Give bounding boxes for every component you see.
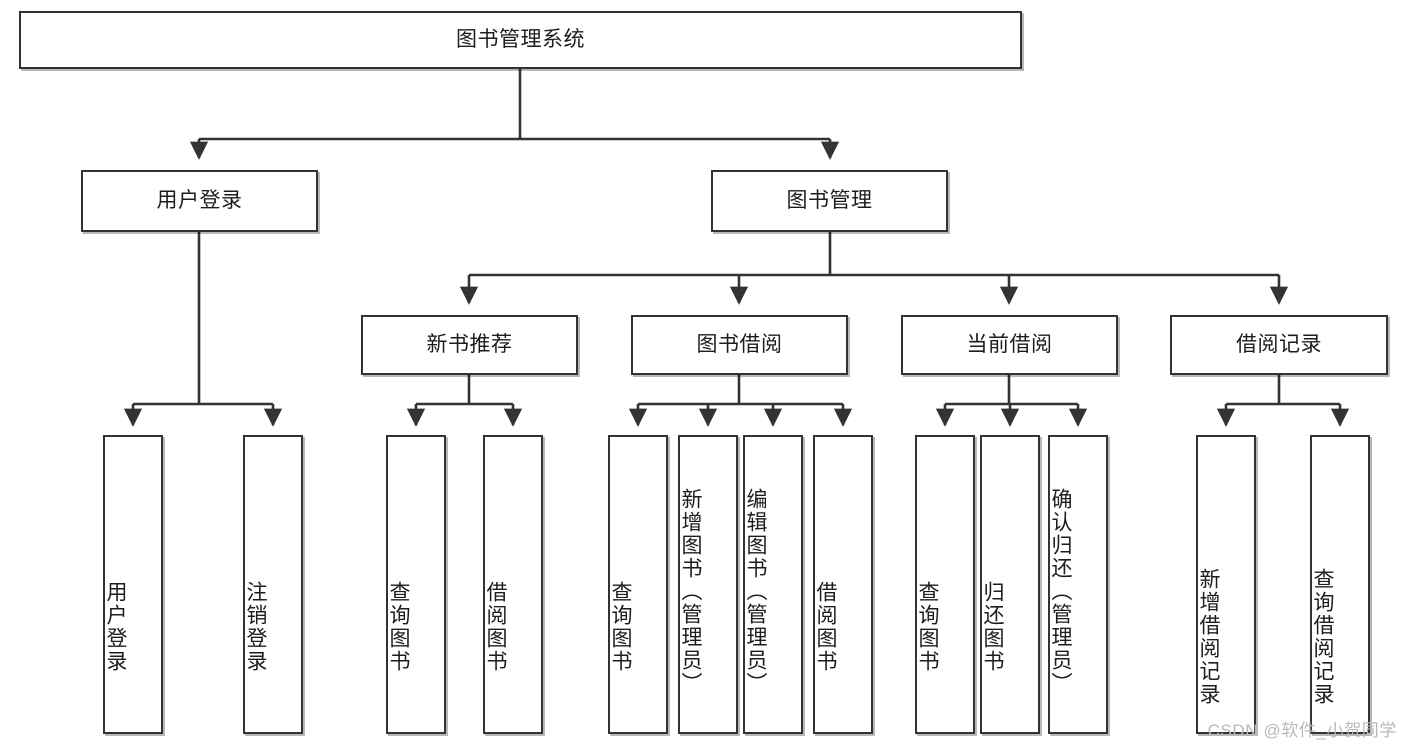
node-leaf-query-book-bo-label: 查询图书 [609,580,632,673]
node-new-book-recommend[interactable]: 新书推荐 [361,315,578,375]
node-leaf-query-book-nb-label: 查询图书 [387,580,410,673]
node-leaf-return-book[interactable]: 归还图书 [980,435,1040,734]
node-current-borrow[interactable]: 当前借阅 [901,315,1118,375]
node-leaf-query-book-nb[interactable]: 查询图书 [386,435,446,734]
node-leaf-return-book-label: 归还图书 [981,580,1004,673]
node-book-management[interactable]: 图书管理 [711,170,948,232]
node-leaf-borrow-book-bo-label: 借阅图书 [814,580,837,673]
node-leaf-user-login-label: 用户登录 [104,580,127,673]
node-current-borrow-label: 当前借阅 [966,333,1053,357]
node-user-login-label: 用户登录 [156,189,243,213]
node-borrow-record[interactable]: 借阅记录 [1170,315,1388,375]
node-leaf-logout-label: 注销登录 [244,580,267,673]
node-root[interactable]: 图书管理系统 [19,11,1022,69]
node-borrow-record-label: 借阅记录 [1236,333,1322,357]
node-leaf-add-borrow-record[interactable]: 新增借阅记录 [1196,435,1256,734]
node-leaf-query-book-bo[interactable]: 查询图书 [608,435,668,734]
node-leaf-borrow-book-nb[interactable]: 借阅图书 [483,435,543,734]
node-leaf-edit-book-admin[interactable]: 编辑图书（管理员） [743,435,803,734]
node-leaf-edit-book-admin-label: 编辑图书（管理员） [744,488,767,695]
node-leaf-borrow-book-nb-label: 借阅图书 [484,580,507,673]
node-new-book-recommend-label: 新书推荐 [426,333,513,357]
node-book-management-label: 图书管理 [786,189,873,213]
node-leaf-add-book-admin[interactable]: 新增图书（管理员） [678,435,738,734]
node-leaf-query-book-cu-label: 查询图书 [916,580,939,673]
node-leaf-add-book-admin-label: 新增图书（管理员） [679,488,702,695]
node-leaf-user-login[interactable]: 用户登录 [103,435,163,734]
node-book-borrow[interactable]: 图书借阅 [631,315,848,375]
node-leaf-query-borrow-record[interactable]: 查询借阅记录 [1310,435,1370,734]
node-leaf-logout[interactable]: 注销登录 [243,435,303,734]
node-book-borrow-label: 图书借阅 [696,333,783,357]
node-leaf-query-borrow-record-label: 查询借阅记录 [1311,567,1334,706]
node-leaf-query-book-cu[interactable]: 查询图书 [915,435,975,734]
node-leaf-confirm-return-admin[interactable]: 确认归还（管理员） [1048,435,1108,734]
node-user-login[interactable]: 用户登录 [81,170,318,232]
node-leaf-add-borrow-record-label: 新增借阅记录 [1197,567,1220,706]
watermark-text: CSDN @软件_小贺同学 [1207,721,1397,740]
node-leaf-borrow-book-bo[interactable]: 借阅图书 [813,435,873,734]
node-root-label: 图书管理系统 [456,28,585,52]
node-leaf-confirm-return-admin-label: 确认归还（管理员） [1049,488,1072,695]
